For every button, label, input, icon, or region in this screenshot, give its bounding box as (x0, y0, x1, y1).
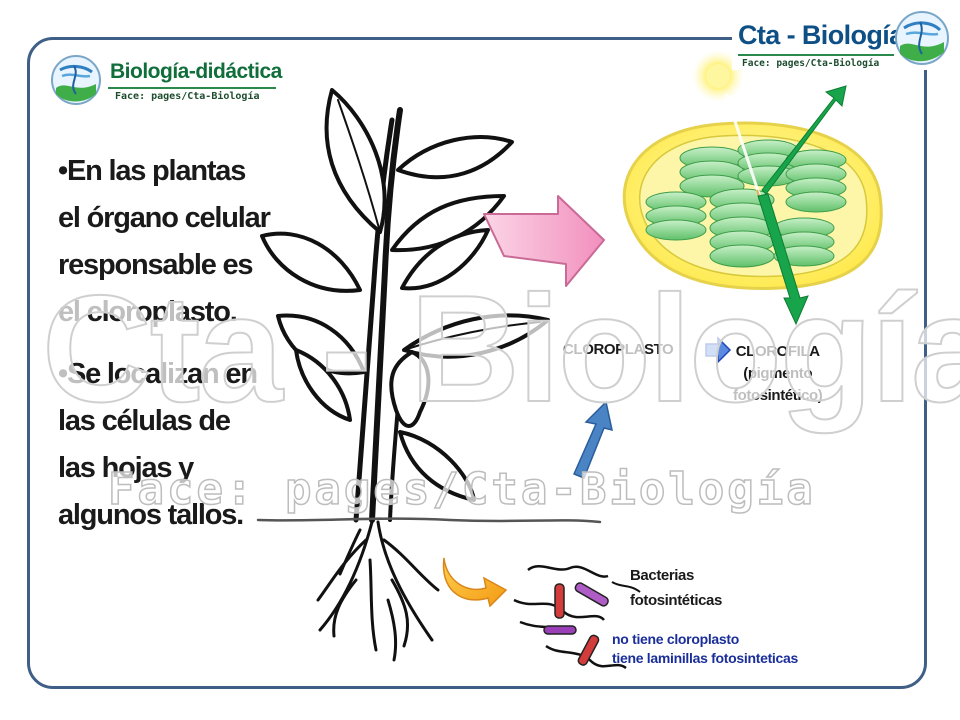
chlorophyll-note: fotosintético) (733, 387, 823, 404)
logo-biologia-didactica: Biología-didáctica Face: pages/Cta-Biolo… (50, 52, 282, 112)
plant-stem (369, 107, 403, 523)
text-line: el cloroplasto. (58, 296, 238, 328)
bacteria-note: no tiene cloroplasto (612, 631, 740, 647)
logo-right-subtitle: Face: pages/Cta-Biología (742, 58, 880, 69)
text-paragraph-2: •Se localizan en las células de las hoja… (58, 351, 258, 539)
chlorophyll-note: (pigmento (743, 365, 813, 382)
sun-icon (692, 50, 744, 102)
orange-arrow-icon (442, 557, 508, 608)
ground-line (256, 517, 602, 524)
text-line: el órgano celular (58, 202, 271, 234)
text-line: las hojas y (58, 452, 194, 484)
text-paragraph-1: •En las plantas el órgano celular respon… (58, 148, 271, 336)
plant-drawing (256, 88, 602, 662)
text-line: las células de (58, 405, 231, 437)
plant-leaf (389, 350, 431, 428)
logo-left-rule (108, 87, 276, 89)
chloroplast-illustration (622, 121, 883, 290)
plant-leaf (396, 135, 514, 180)
bacteria-illustration (513, 565, 641, 670)
chloroplast-label: CLOROPLASTO (563, 341, 674, 358)
bacteria-notes: no tiene cloroplasto tiene laminillas fo… (612, 630, 798, 668)
plant-leaf (260, 231, 362, 293)
globe-logo-icon (51, 55, 101, 105)
blue-arrow-icon (573, 400, 613, 479)
bacteria-title-line: fotosintéticas (630, 592, 722, 609)
logo-left-subtitle: Face: pages/Cta-Biología (115, 91, 260, 102)
plant-leaf (402, 313, 550, 359)
bacteria-note: tiene laminillas fotosinteticas (612, 650, 798, 666)
text-line: algunos tallos. (58, 499, 244, 531)
text-line: responsable es (58, 249, 254, 281)
text-line: •En las plantas (58, 155, 246, 187)
logo-left-title: Biología-didáctica (110, 60, 282, 83)
plant-leaf (400, 228, 490, 291)
plant-leaf (324, 88, 387, 234)
logo-cta-biologia: Cta - Biología Face: pages/Cta-Biología (732, 8, 954, 70)
green-light-arrow-icon (757, 85, 847, 326)
globe-logo-icon (895, 11, 949, 65)
pink-arrow-icon (483, 195, 605, 287)
chlorophyll-label: CLOROFILA (735, 343, 820, 360)
logo-right-title: Cta - Biología (738, 20, 904, 50)
plant-leaf (390, 194, 506, 253)
plant-leaf (294, 348, 352, 422)
plant-roots (316, 520, 440, 662)
text-line: •Se localizan en (58, 358, 258, 390)
bacteria-title-line: Bacterias (630, 567, 694, 584)
chlorophyll-label-group: CLOROFILA (pigmento fotosintético) (733, 341, 823, 407)
plant-leaf (398, 430, 476, 502)
bacteria-title: Bacterias fotosintéticas (630, 563, 722, 613)
logo-right-rule (738, 54, 894, 56)
small-blue-arrow-icon (705, 336, 732, 364)
grana-stacks (645, 139, 847, 268)
